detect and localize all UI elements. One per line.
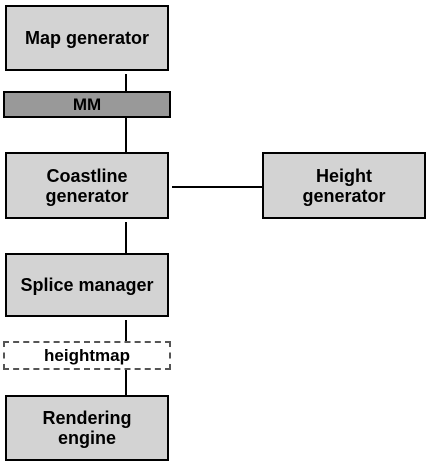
coastline-generator-label: Coastline generator [45, 165, 129, 206]
heightmap-box: heightmap [3, 341, 171, 370]
splice-manager-label: Splice manager [20, 275, 154, 295]
connector-map-to-mm [125, 70, 127, 92]
heightmap-label: heightmap [44, 345, 130, 365]
splice-manager-box: Splice manager [5, 253, 169, 317]
rendering-engine-label: Rendering engine [42, 408, 132, 448]
height-generator-box: Height generator [262, 152, 426, 219]
connector-coastline-to-height [168, 186, 263, 188]
connector-mm-to-coastline [125, 117, 127, 153]
coastline-generator-box: Coastline generator [5, 152, 169, 219]
connector-splice-to-heightmap [125, 316, 127, 342]
map-generator-label: Map generator [24, 28, 150, 48]
rendering-engine-box: Rendering engine [5, 395, 169, 461]
connector-heightmap-to-rendering [125, 369, 127, 396]
mm-bar: MM [3, 91, 171, 118]
height-generator-label: Height generator [302, 165, 386, 206]
map-generator-box: Map generator [5, 5, 169, 71]
mm-label: MM [72, 94, 102, 114]
connector-coastline-to-splice [125, 218, 127, 254]
